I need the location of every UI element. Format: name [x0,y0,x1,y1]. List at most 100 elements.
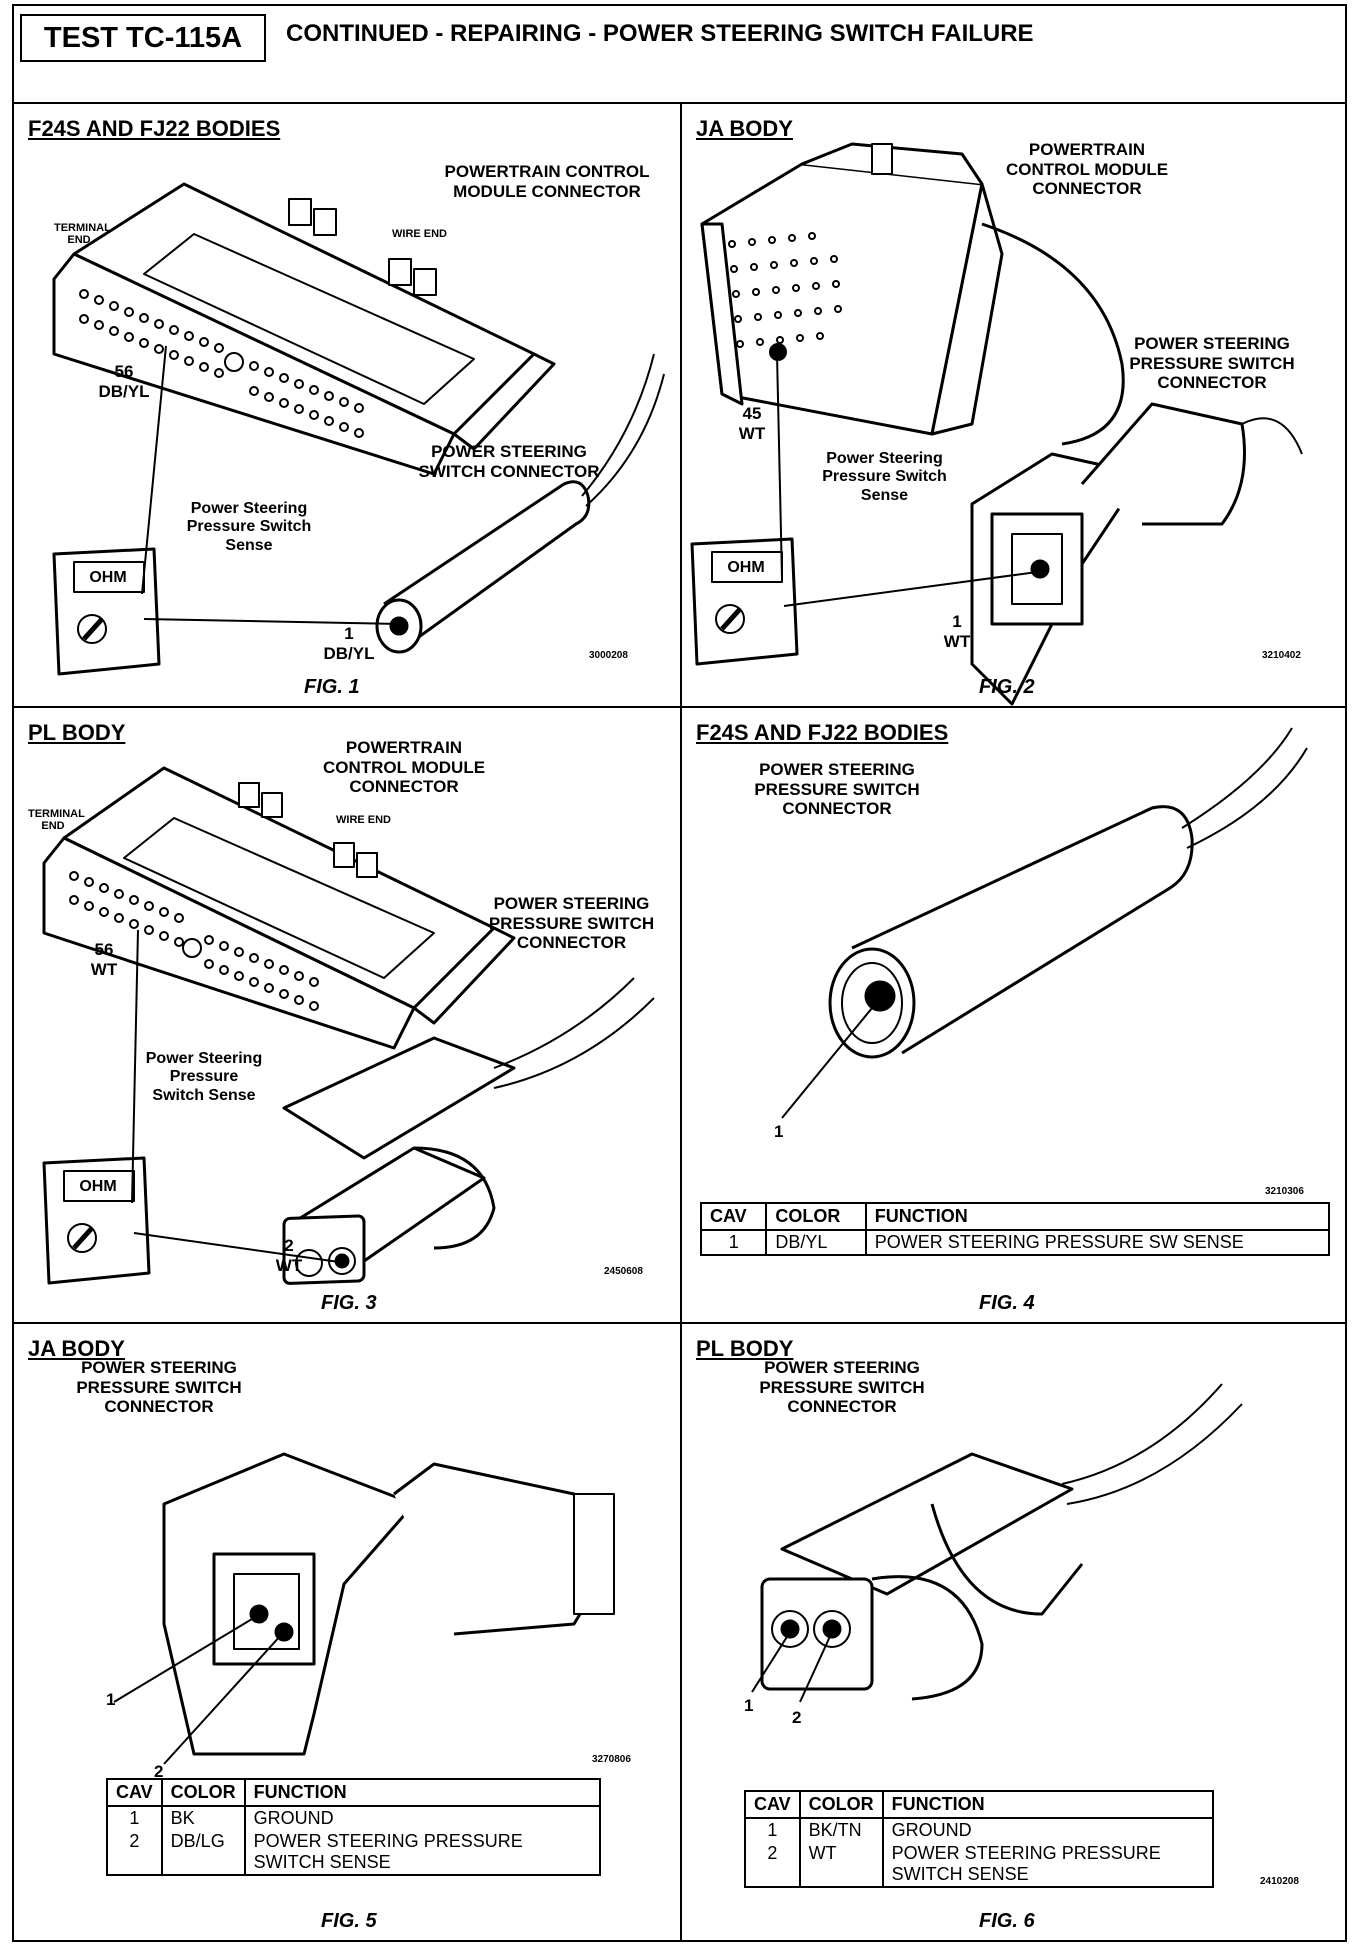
label-ps-sense: Power Steering Pressure Switch Sense [822,450,947,504]
cell-color: DB/LG [160,1830,246,1876]
label-wire-end: WIRE END [336,814,391,826]
figure-ref-number: 3000208 [589,650,628,661]
cell-function: GROUND [243,1806,602,1830]
ohm-meter-label: OHM [727,559,764,576]
table-row: 1 BK/TN GROUND [744,1818,1215,1842]
connector-table: CAV COLOR FUNCTION 1 DB/YL POWER STEERIN… [699,1202,1331,1256]
cell-cav: 1 [106,1806,163,1830]
label-ps-pressure-switch-connector: POWER STEERING PRESSURE SWITCH CONNECTOR [1129,334,1295,393]
label-pcm-connector: POWERTRAIN CONTROL MODULE CONNECTOR [322,738,486,797]
document-page: TEST TC-115A CONTINUED - REPAIRING - POW… [12,4,1347,1942]
label-cavity-2: 2 [154,1762,164,1781]
f24s-switch-connector-illustration [781,727,1308,1119]
col-color: COLOR [160,1778,246,1807]
label-cavity-1: 1 DB/YL [323,624,375,663]
col-color: COLOR [798,1790,884,1819]
pl-pcm-connector-illustration: OHM [42,766,655,1285]
panel-title: JA BODY [28,1336,125,1361]
col-color: COLOR [765,1202,867,1231]
pcm-connector-ohmmeter-illustration: OHM [52,182,665,676]
label-cavity-1: 1 [106,1690,116,1709]
col-function: FUNCTION [864,1202,1331,1231]
label-cavity-45: 45 WT [738,404,766,443]
ja-switch-connector-illustration [113,1452,615,1765]
panel-fig-3: PL BODY [14,708,680,1322]
col-function: FUNCTION [243,1778,602,1807]
figure-ref-number: 3210306 [1265,1186,1304,1197]
panel-title: PL BODY [696,1336,794,1361]
figure-caption: FIG. 4 [979,1292,1035,1314]
label-terminal-end: TERMINAL END [28,808,85,833]
col-function: FUNCTION [881,1790,1215,1819]
cell-cav: 1 [699,1230,768,1256]
panel-fig-6: PL BODY POWER STEERING PRESSURE SWITCH C… [682,1324,1347,1940]
cell-function: POWER STEERING PRESSURE SWITCH SENSE [243,1830,602,1876]
cell-cav: 1 [744,1818,801,1842]
cell-function: POWER STEERING PRESSURE SW SENSE [864,1230,1331,1256]
row-divider-2 [14,1322,1345,1324]
col-cav: CAV [744,1790,801,1819]
table-row: 2 DB/LG POWER STEERING PRESSURE SWITCH S… [106,1830,602,1876]
label-wire-end: WIRE END [392,228,447,240]
panel-fig-4: F24S AND FJ22 BODIES POWER STEERING PRES… [682,708,1347,1322]
panel-title: JA BODY [696,116,793,141]
cell-color: BK/TN [798,1818,884,1842]
figure-ref-number: 2410208 [1260,1876,1299,1887]
figure-ref-number: 3210402 [1262,650,1301,661]
table-row: 1 BK GROUND [106,1806,602,1830]
panel-fig-5: JA BODY POWER STEERING PRESSURE SWITCH C… [14,1324,680,1940]
table-row: 2 WT POWER STEERING PRESSURE SWITCH SENS… [744,1842,1215,1888]
label-cavity-1: 1 [744,1696,754,1715]
ja-pcm-connector-illustration: OHM [690,142,1303,706]
cell-color: BK [160,1806,246,1830]
panel-title: F24S AND FJ22 BODIES [696,720,949,745]
panel-fig-2: JA BODY [682,104,1347,706]
column-divider [680,102,682,1940]
pl-switch-connector-illustration [751,1383,1243,1703]
label-ps-sense: Power Steering Pressure Switch Sense [145,1050,263,1104]
test-code: TEST TC-115A [20,14,266,62]
figure-caption: FIG. 1 [304,676,360,698]
label-cavity-2: 2 [792,1708,802,1727]
panel-title: F24S AND FJ22 BODIES [28,116,281,141]
label-ps-sense: Power Steering Pressure Switch Sense [186,500,312,554]
label-terminal-end: TERMINAL END [54,222,111,247]
label-ps-pressure-switch-connector: POWER STEERING PRESSURE SWITCH CONNECTOR [488,894,655,953]
connector-table: CAV COLOR FUNCTION 1 BK/TN GROUND 2 WT P… [744,1790,1215,1888]
ohm-meter-label: OHM [89,569,126,586]
page-title: CONTINUED - REPAIRING - POWER STEERING S… [286,20,1034,47]
cell-function: GROUND [881,1818,1215,1842]
col-cav: CAV [106,1778,163,1807]
label-cavity-56: 56 DB/YL [98,362,150,401]
label-cavity-1: 1 WT [943,612,971,651]
label-cavity-56: 56 WT [90,940,118,979]
figure-caption: FIG. 3 [321,1292,377,1314]
label-pcm-connector: POWERTRAIN CONTROL MODULE CONNECTOR [444,162,650,201]
label-ps-pressure-switch-connector: POWER STEERING PRESSURE SWITCH CONNECTOR [754,760,920,819]
label-ps-pressure-switch-connector: POWER STEERING PRESSURE SWITCH CONNECTOR [76,1358,242,1417]
label-pcm-connector: POWERTRAIN CONTROL MODULE CONNECTOR [1005,140,1169,199]
cell-color: WT [798,1842,884,1888]
figure-caption: FIG. 6 [979,1910,1035,1932]
label-cavity-1: 1 [774,1122,784,1141]
figure-caption: FIG. 2 [979,676,1035,698]
label-ps-pressure-switch-connector: POWER STEERING PRESSURE SWITCH CONNECTOR [759,1358,925,1417]
figure-ref-number: 3270806 [592,1754,631,1765]
table-header-row: CAV COLOR FUNCTION [106,1778,602,1807]
figure-caption: FIG. 5 [321,1910,377,1932]
page-header: TEST TC-115A CONTINUED - REPAIRING - POW… [14,6,1345,104]
col-cav: CAV [699,1202,768,1231]
ohm-meter-label: OHM [79,1178,116,1195]
label-cavity-2: 2 WT [275,1236,303,1275]
cell-color: DB/YL [765,1230,867,1256]
table-row: 1 DB/YL POWER STEERING PRESSURE SW SENSE [699,1230,1331,1256]
panel-title: PL BODY [28,720,126,745]
panel-fig-1: F24S AND FJ22 BODIES [14,104,680,706]
table-header-row: CAV COLOR FUNCTION [744,1790,1215,1819]
table-header-row: CAV COLOR FUNCTION [699,1202,1331,1231]
cell-cav: 2 [106,1830,163,1876]
label-ps-switch-connector: POWER STEERING SWITCH CONNECTOR [418,442,600,481]
cell-function: POWER STEERING PRESSURE SWITCH SENSE [881,1842,1215,1888]
row-divider-1 [14,706,1345,708]
figure-ref-number: 2450608 [604,1266,643,1277]
